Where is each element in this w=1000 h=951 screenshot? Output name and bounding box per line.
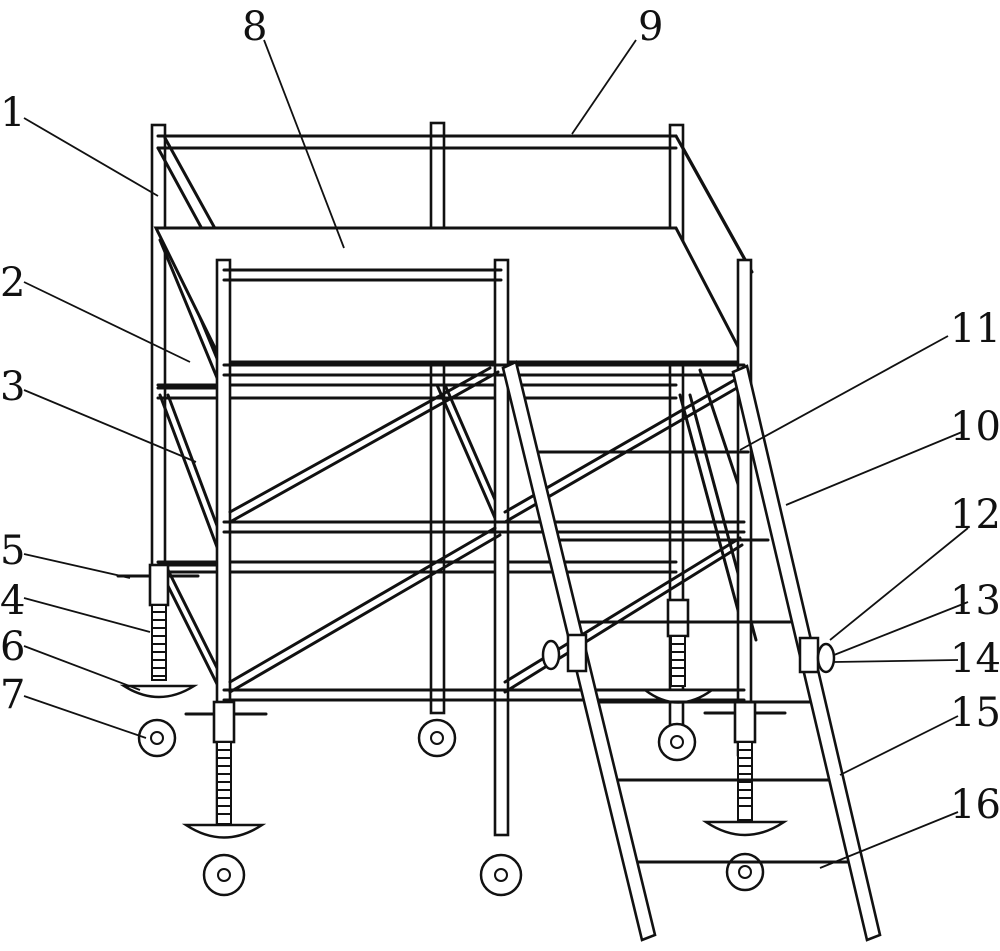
label-6: 6 <box>0 624 25 670</box>
leader-15 <box>839 715 959 776</box>
leader-14 <box>833 659 959 663</box>
front-diagonal-lower-left-b <box>228 526 497 684</box>
label-5: 5 <box>0 528 25 574</box>
label-9: 9 <box>638 4 663 50</box>
platform-board <box>153 226 749 364</box>
label-16: 16 <box>950 782 1000 828</box>
jack-thread <box>738 749 752 807</box>
jack-thread <box>152 611 166 677</box>
wheel-hub <box>494 868 508 882</box>
right-diagonal <box>678 393 748 642</box>
front-middle-post <box>493 258 510 837</box>
right-top-rail-2 <box>681 146 754 274</box>
jack-thread <box>671 643 685 677</box>
wheel-hub <box>738 865 752 879</box>
jack-base-plate <box>181 823 267 839</box>
jack-thread <box>217 749 231 815</box>
label-3: 3 <box>0 364 25 410</box>
back-left-post <box>150 123 167 597</box>
front-diagonal-upper-left-b <box>228 366 492 514</box>
clamp-knob-right <box>816 642 836 674</box>
jack-sleeve <box>212 700 236 744</box>
leader-3 <box>23 389 197 463</box>
front-frame <box>215 258 753 837</box>
label-13: 13 <box>950 578 1000 624</box>
front-right-post <box>736 258 753 757</box>
ladder-clamp-left <box>566 633 588 673</box>
jack-front-left <box>181 700 268 839</box>
label-8: 8 <box>242 4 267 50</box>
leader-11 <box>739 335 949 451</box>
wheel-hub <box>670 735 684 749</box>
front-diagonal-lower-right-b <box>503 536 742 684</box>
label-11: 11 <box>950 306 1000 352</box>
back-frame <box>150 121 685 727</box>
label-15: 15 <box>950 690 1000 736</box>
wheel-hub <box>217 868 231 882</box>
leader-16 <box>819 811 959 869</box>
label-12: 12 <box>950 492 1000 538</box>
caster-front-middle <box>479 853 523 897</box>
leader-10 <box>785 431 963 506</box>
part-labels: 1 2 3 4 5 6 7 8 9 10 11 12 13 14 15 16 <box>0 4 1000 828</box>
leader-9 <box>571 39 637 135</box>
left-diagonal-low <box>158 568 222 692</box>
jack-back-right <box>641 598 716 704</box>
front-diagonal-lower-left <box>228 533 502 694</box>
ladder-clamp-right <box>798 636 820 674</box>
clamp-knob-left <box>541 639 561 671</box>
jack-base-plate <box>119 684 199 699</box>
wheel-hub <box>430 731 444 745</box>
label-14: 14 <box>950 636 1000 682</box>
caster-back-middle <box>417 718 457 758</box>
left-diagonal-3 <box>158 393 222 557</box>
left-diagonal-2 <box>158 238 222 387</box>
label-4: 4 <box>0 578 25 624</box>
label-1: 1 <box>0 90 25 136</box>
leader-6 <box>23 645 141 691</box>
caster-front-left <box>202 853 246 897</box>
jack-sleeve <box>666 598 690 638</box>
caster-back-left <box>137 718 177 758</box>
back-diagonal-2 <box>443 383 505 520</box>
leader-7 <box>23 695 147 739</box>
jack-back-left <box>116 563 200 699</box>
leader-4 <box>23 597 151 633</box>
jack-sleeve <box>733 700 757 744</box>
back-middle-post <box>429 121 446 715</box>
caster-back-right <box>657 722 697 762</box>
label-7: 7 <box>0 672 25 718</box>
front-diagonal-lower-right <box>503 543 744 694</box>
leader-5 <box>23 553 131 579</box>
label-10: 10 <box>950 404 1000 450</box>
leader-13 <box>833 601 969 656</box>
label-2: 2 <box>0 260 25 306</box>
front-diagonal-upper-left <box>228 370 500 524</box>
back-diagonal <box>435 383 497 520</box>
leader-2 <box>23 281 191 363</box>
jack-front-right <box>701 700 789 837</box>
jack-sleeve <box>148 563 170 607</box>
wheel-hub <box>150 731 164 745</box>
leader-8 <box>263 39 345 249</box>
jack-screw <box>151 604 167 681</box>
jack-base-plate <box>701 820 789 837</box>
caster-front-right <box>725 852 765 892</box>
leader-1 <box>23 117 159 197</box>
ladder <box>501 360 882 942</box>
leader-lines <box>23 39 969 869</box>
leader-12 <box>829 527 969 641</box>
